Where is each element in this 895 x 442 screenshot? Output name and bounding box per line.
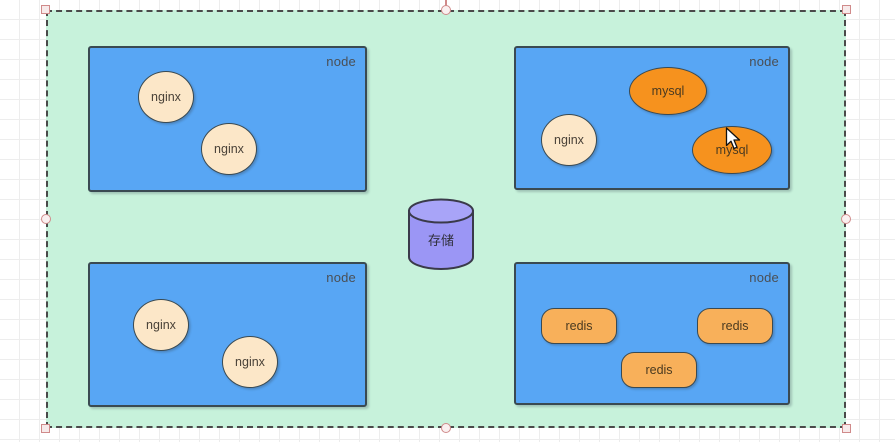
pod-label: nginx [146, 318, 176, 332]
pod-mysql[interactable]: mysql [629, 67, 707, 115]
node-label: node [326, 270, 356, 285]
node-rectangle-1[interactable]: node nginx nginx [88, 46, 367, 192]
pod-mysql[interactable]: mysql [692, 126, 772, 174]
storage-cylinder[interactable]: 存储 [407, 198, 475, 270]
resize-handle-bottom-right[interactable] [842, 424, 851, 433]
resize-handle-bottom-left[interactable] [41, 424, 50, 433]
rotate-stub [445, 0, 447, 8]
pod-nginx[interactable]: nginx [138, 71, 194, 123]
pod-label: nginx [235, 355, 265, 369]
cylinder-shape [408, 198, 474, 270]
node-rectangle-2[interactable]: node mysql nginx mysql [514, 46, 790, 190]
resize-handle-top-right[interactable] [842, 5, 851, 14]
pod-nginx[interactable]: nginx [222, 336, 278, 388]
pod-label: nginx [151, 90, 181, 104]
pod-label: nginx [554, 133, 584, 147]
pod-nginx[interactable]: nginx [133, 299, 189, 351]
resize-handle-middle-right[interactable] [841, 214, 851, 224]
resize-handle-bottom-center[interactable] [441, 423, 451, 433]
pod-label: redis [645, 363, 673, 377]
pod-label: nginx [214, 142, 244, 156]
node-label: node [749, 270, 779, 285]
storage-label: 存储 [427, 233, 454, 249]
pod-redis[interactable]: redis [697, 308, 773, 344]
pod-nginx[interactable]: nginx [201, 123, 257, 175]
node-label: node [326, 54, 356, 69]
pod-redis[interactable]: redis [621, 352, 697, 388]
resize-handle-top-center[interactable] [441, 5, 451, 15]
node-rectangle-3[interactable]: node nginx nginx [88, 262, 367, 407]
pod-redis[interactable]: redis [541, 308, 617, 344]
pod-label: mysql [651, 84, 685, 98]
pod-label: mysql [715, 143, 749, 157]
resize-handle-top-left[interactable] [41, 5, 50, 14]
node-rectangle-4[interactable]: node redis redis redis [514, 262, 790, 405]
node-label: node [749, 54, 779, 69]
pod-label: redis [721, 319, 749, 333]
pod-nginx[interactable]: nginx [541, 114, 597, 166]
resize-handle-middle-left[interactable] [41, 214, 51, 224]
pod-label: redis [565, 319, 593, 333]
selected-group[interactable]: node nginx nginx node mysql nginx mysql … [41, 0, 851, 433]
